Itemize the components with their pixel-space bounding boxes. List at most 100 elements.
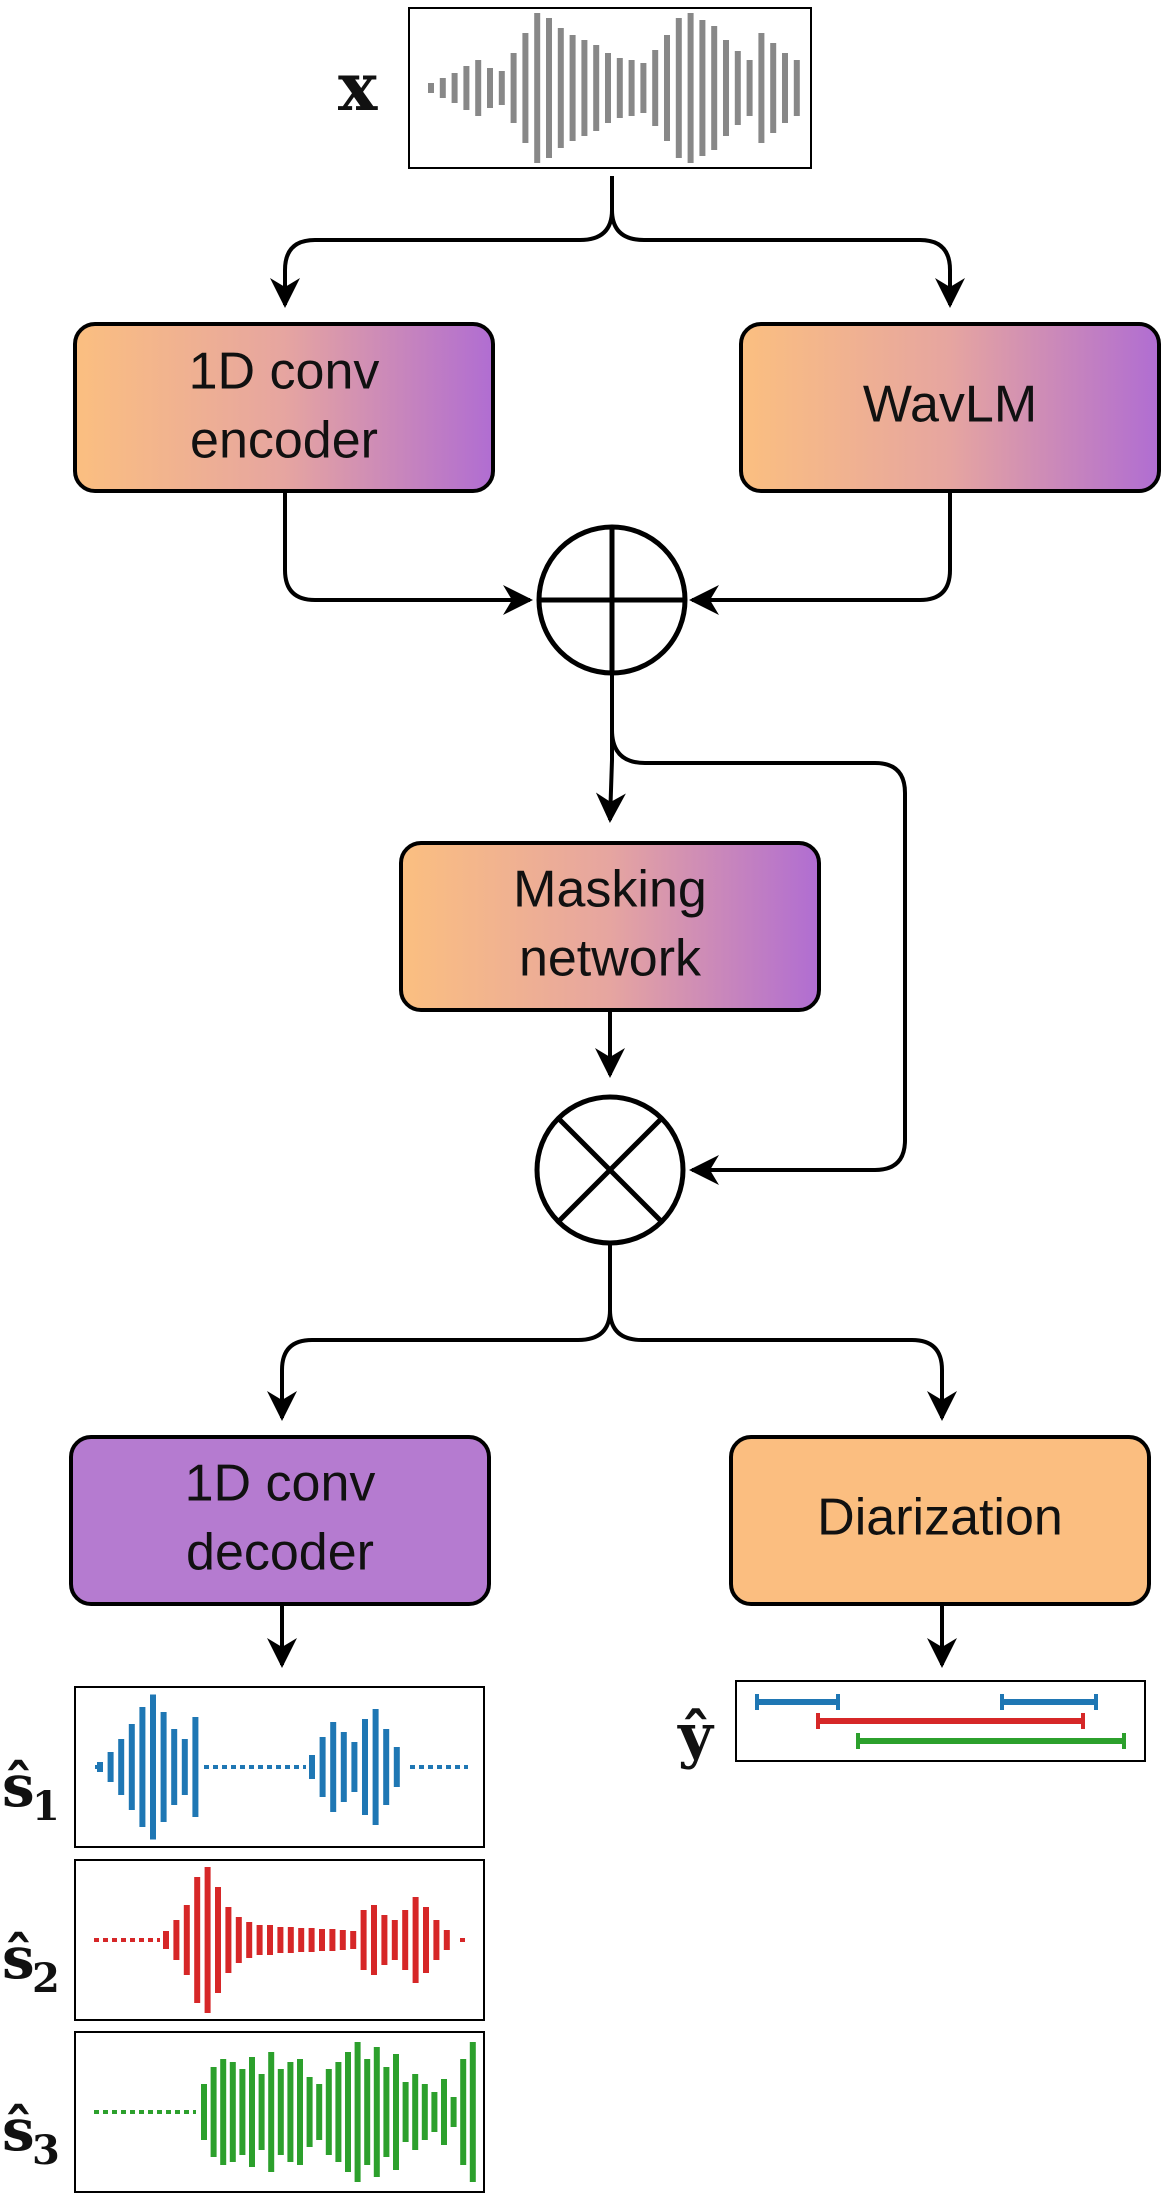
waveform-bar bbox=[383, 1729, 390, 1805]
waveform-bar bbox=[546, 18, 552, 158]
waveform-bar bbox=[412, 1897, 419, 1983]
waveform-bar bbox=[439, 78, 446, 98]
waveform-bar bbox=[687, 13, 694, 163]
waveform-bar bbox=[628, 60, 635, 116]
conv-encoder-line2: encoder bbox=[190, 412, 378, 470]
waveform-bar bbox=[557, 28, 564, 148]
waveform-bar bbox=[475, 60, 482, 116]
waveform-bar bbox=[256, 1925, 263, 1955]
edge-product-to-diarization bbox=[608, 1243, 957, 1421]
waveform-bar bbox=[225, 1907, 232, 1973]
waveform-bar bbox=[381, 1915, 388, 1965]
source-1-symbol: ŝ bbox=[2, 1752, 35, 1820]
waveform-bar bbox=[350, 1931, 357, 1949]
waveform-bar bbox=[107, 1752, 114, 1782]
waveform-bar bbox=[522, 33, 529, 143]
wavlm-node: WavLM bbox=[739, 322, 1161, 493]
waveform-bar bbox=[605, 53, 611, 123]
source-2-symbol: ŝ bbox=[2, 1924, 35, 1992]
conv-decoder-node: 1D conv decoder bbox=[69, 1435, 491, 1606]
waveform-bar bbox=[319, 1929, 325, 1951]
waveform-bar bbox=[163, 1931, 169, 1949]
waveform-bar bbox=[194, 1877, 201, 2003]
waveform-bar bbox=[664, 35, 670, 141]
waveform-bar bbox=[534, 13, 541, 163]
waveform-bar bbox=[229, 2062, 236, 2162]
source-2-waveform bbox=[94, 1867, 468, 2013]
source-2-subscript: 2 bbox=[32, 1955, 60, 2002]
masking-network-node: Masking network bbox=[399, 841, 821, 1012]
waveform-bar bbox=[469, 2042, 476, 2182]
waveform-bar bbox=[402, 2082, 409, 2142]
times-circle-icon bbox=[534, 1094, 686, 1246]
waveform-bar bbox=[616, 58, 623, 118]
waveform-bar bbox=[393, 1747, 400, 1787]
edge-input-to-encoder bbox=[270, 176, 614, 308]
conv-encoder-node: 1D conv encoder bbox=[73, 322, 495, 493]
source-1-subscript: 1 bbox=[32, 1783, 60, 1830]
edge-input-to-wavlm bbox=[610, 176, 965, 308]
waveform-bar bbox=[319, 1737, 326, 1797]
waveform-bar bbox=[309, 1755, 315, 1779]
waveform-icon bbox=[428, 13, 800, 163]
waveform-bar bbox=[340, 1732, 347, 1802]
edge-sum-skip-to-product bbox=[610, 673, 907, 1185]
waveform-bar bbox=[364, 2059, 371, 2165]
waveform-bar bbox=[510, 53, 517, 123]
waveform-bar bbox=[443, 1930, 450, 1950]
edge-encoder-to-sum bbox=[283, 491, 533, 615]
waveform-bar bbox=[192, 1717, 199, 1817]
conv-decoder-line2: decoder bbox=[186, 1524, 374, 1582]
source-3-waveform bbox=[94, 2042, 476, 2182]
waveform-bar bbox=[441, 2079, 447, 2145]
waveform-bar bbox=[383, 2067, 390, 2157]
waveform-bar bbox=[204, 1867, 211, 2013]
waveform-bar bbox=[329, 1929, 336, 1951]
waveform-bar bbox=[298, 1928, 305, 1952]
waveform-bar bbox=[433, 1920, 440, 1960]
source-3-symbol: ŝ bbox=[2, 2096, 35, 2164]
waveform-bar bbox=[277, 2069, 284, 2155]
waveform-bar bbox=[268, 2052, 275, 2172]
source-output-2: ŝ 2 bbox=[2, 1859, 485, 2021]
waveform-bar bbox=[277, 1927, 284, 1953]
waveform-bar bbox=[287, 2062, 294, 2162]
waveform-bar bbox=[351, 1742, 358, 1792]
waveform-bar bbox=[793, 60, 800, 116]
waveform-bar bbox=[593, 45, 600, 131]
waveform-bar bbox=[391, 1920, 398, 1960]
diarization-output-label: ŷ bbox=[677, 1701, 715, 1771]
waveform-bar bbox=[360, 1910, 367, 1970]
plus-circle-icon bbox=[536, 524, 688, 676]
waveform-bar bbox=[308, 1928, 315, 1952]
waveform-bar bbox=[640, 63, 647, 113]
diarization-output: ŷ bbox=[677, 1680, 1146, 1771]
waveform-bar bbox=[412, 2074, 419, 2150]
waveform-bar bbox=[239, 2069, 246, 2155]
waveform-bar bbox=[97, 1762, 103, 1772]
waveform-bar bbox=[181, 1739, 188, 1795]
waveform-bar bbox=[215, 1887, 221, 1993]
edge-product-to-decoder bbox=[267, 1243, 612, 1421]
waveform-bar bbox=[463, 66, 470, 110]
waveform-bar bbox=[782, 53, 788, 123]
waveform-bar bbox=[235, 1917, 242, 1963]
waveform-bar bbox=[699, 20, 706, 156]
waveform-bar bbox=[173, 1920, 180, 1960]
waveform-bar bbox=[487, 68, 493, 108]
waveform-bar bbox=[498, 71, 505, 105]
waveform-bar bbox=[160, 1712, 167, 1822]
waveform-bar bbox=[421, 2084, 428, 2140]
waveform-bar bbox=[723, 40, 729, 136]
waveform-bar bbox=[139, 1707, 146, 1827]
waveform-bar bbox=[675, 18, 682, 158]
waveform-bar bbox=[287, 1927, 294, 1953]
waveform-bar bbox=[118, 1739, 125, 1795]
waveform-bar bbox=[431, 2092, 438, 2132]
source-1-waveform bbox=[95, 1694, 468, 1840]
waveform-bar bbox=[354, 2042, 361, 2182]
waveform-bar bbox=[150, 1694, 156, 1840]
waveform-bar bbox=[451, 73, 458, 103]
waveform-bar bbox=[758, 33, 765, 143]
